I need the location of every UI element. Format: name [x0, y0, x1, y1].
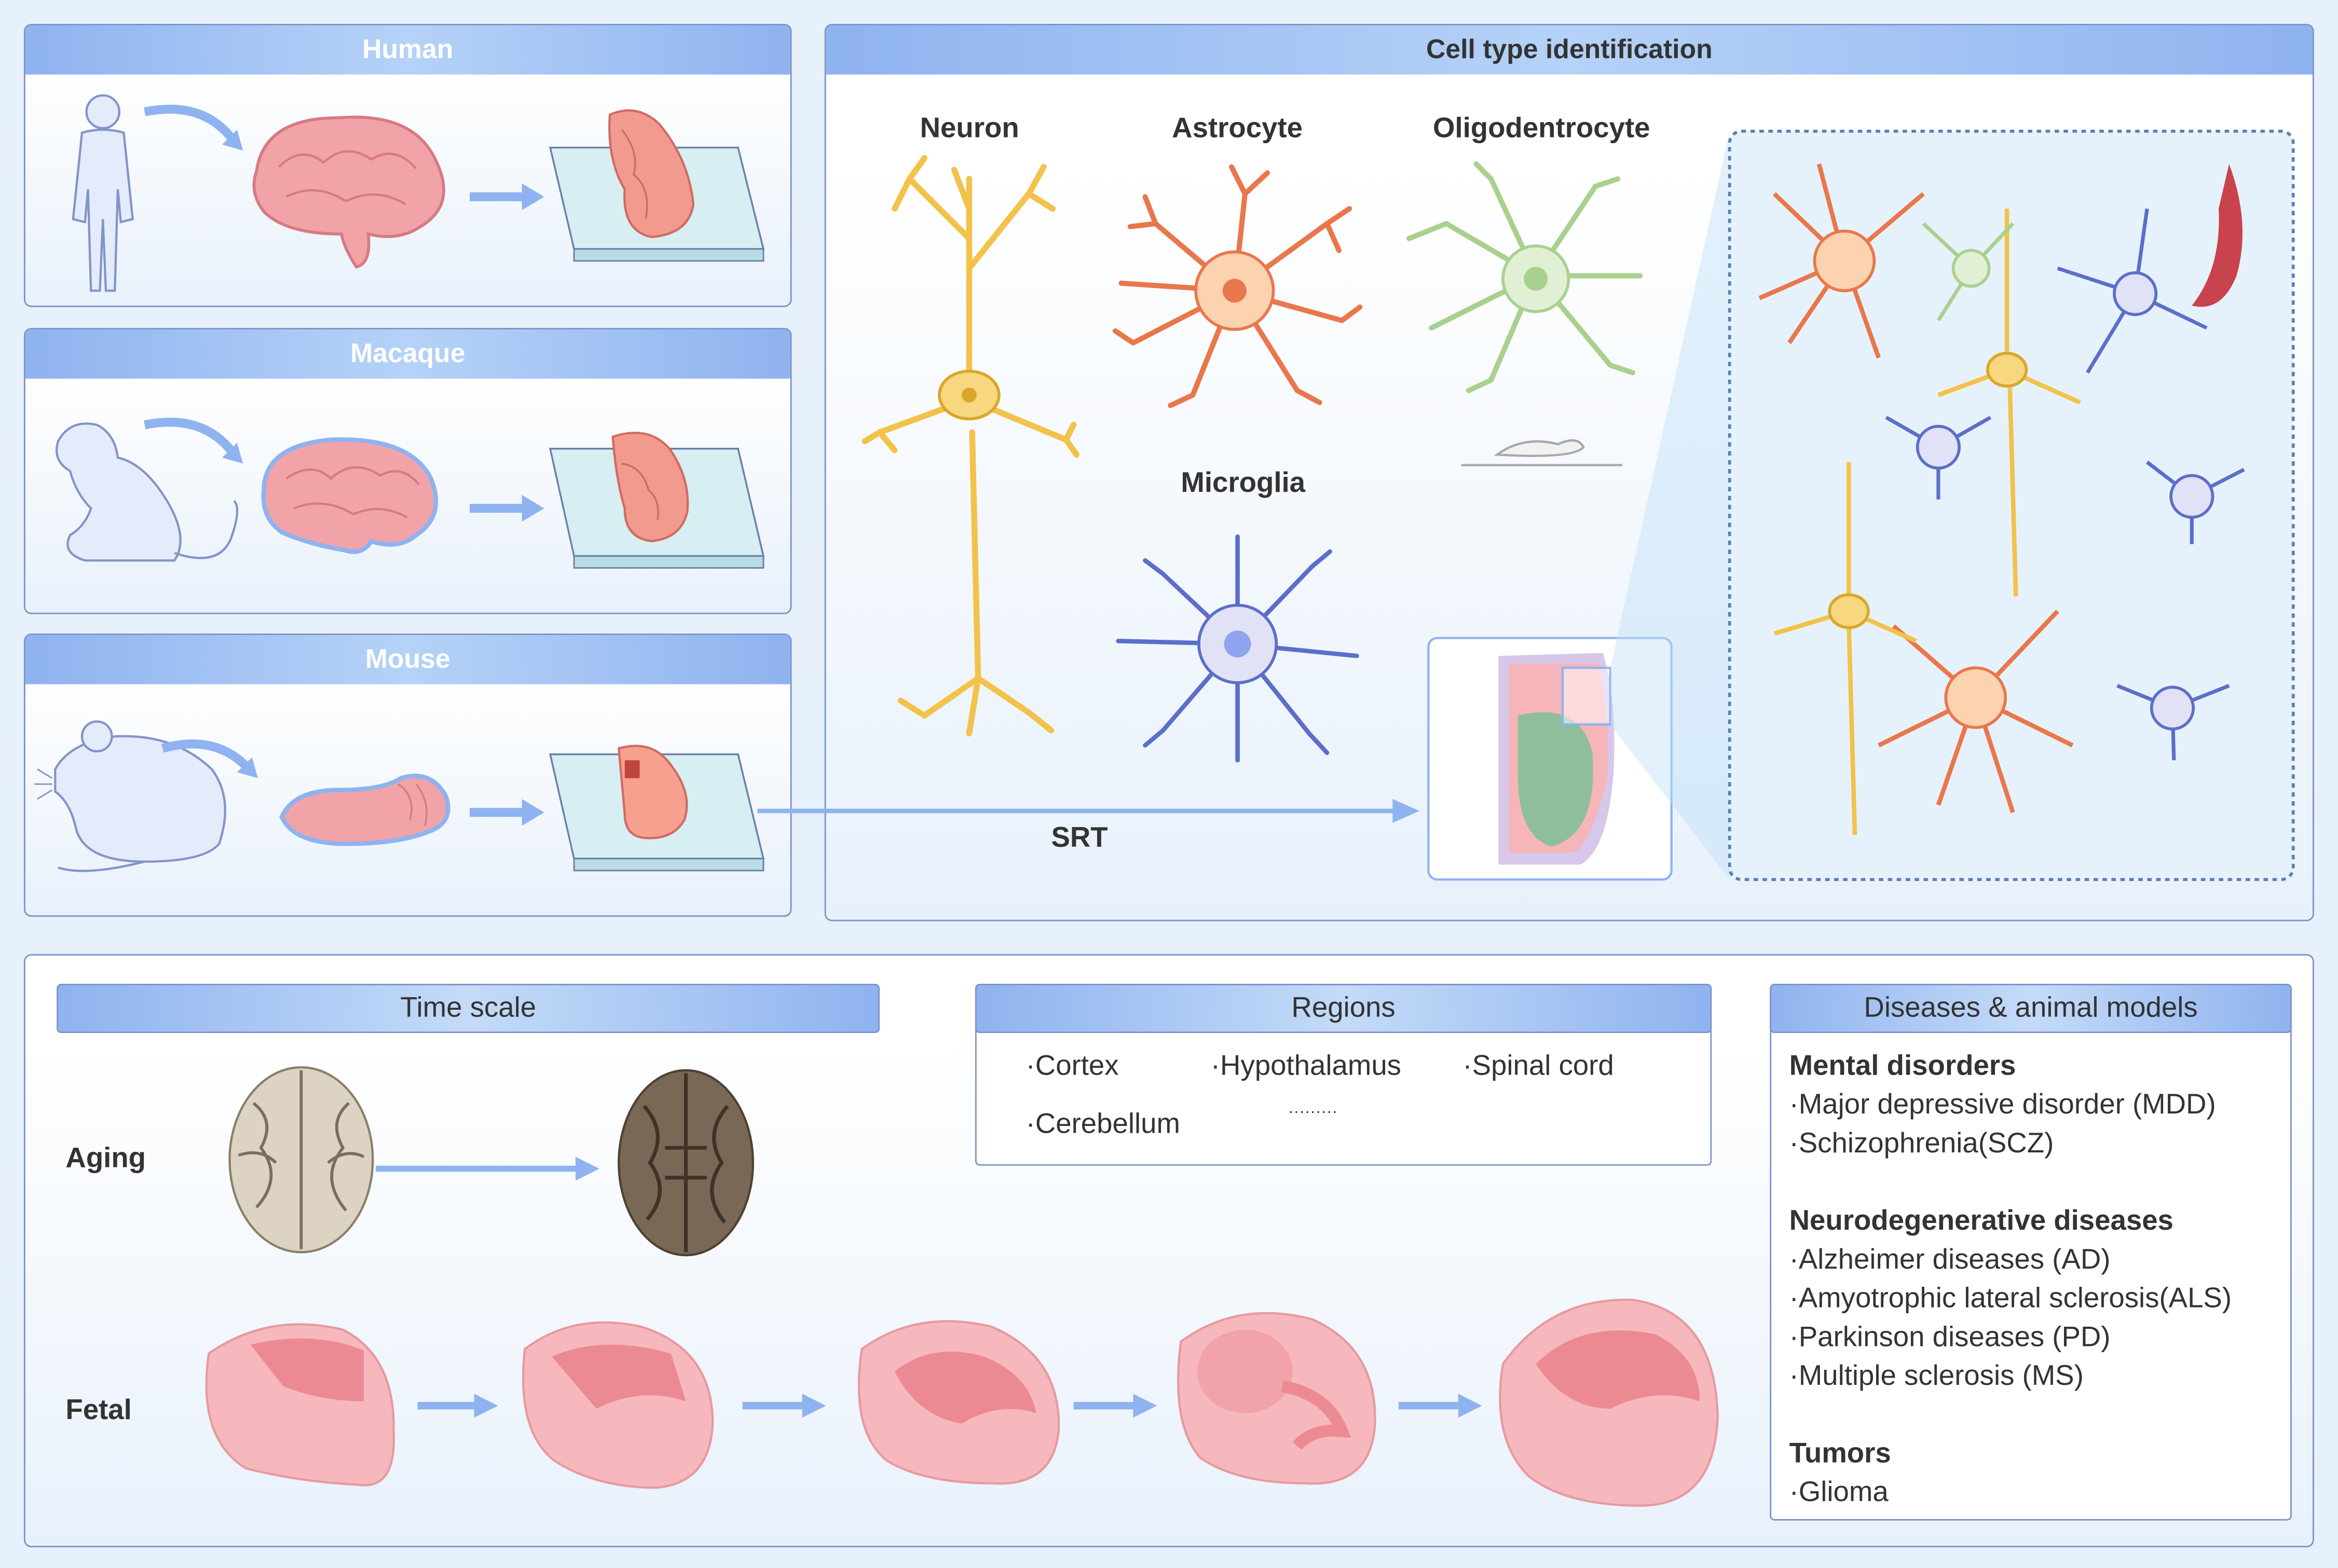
region-spinal-cord: ·Spinal cord: [1462, 1051, 1614, 1082]
astrocyte-cell-icon: [1112, 164, 1363, 408]
tissue-slide-icon: [549, 109, 765, 262]
macaque-panel: Macaque: [23, 328, 792, 614]
oligodendrocyte-cell-icon: [1406, 161, 1643, 393]
aging-label: Aging: [65, 1143, 146, 1175]
disease-ad: ·Alzheimer diseases (AD): [1789, 1244, 2111, 1276]
macaque-brain-icon: [261, 437, 439, 554]
human-brain-icon: [252, 115, 445, 269]
neuron-cell-icon: [862, 155, 1080, 737]
macaque-panel-title: Macaque: [25, 329, 790, 379]
astrocyte-label: Astrocyte: [1172, 113, 1303, 145]
neuron-label: Neuron: [920, 113, 1019, 145]
tissue-slide-icon: [549, 431, 765, 569]
fetal-stage-5-icon: [1499, 1298, 1719, 1507]
mouse-brain-icon: [279, 774, 450, 846]
brain-section-inset: [1427, 131, 1730, 881]
region-more: ·········: [1288, 1103, 1337, 1121]
fetal-stage-3-icon: [857, 1320, 1060, 1485]
fetal-stage-2-icon: [522, 1321, 714, 1489]
fetal-label: Fetal: [65, 1395, 132, 1427]
fetal-stage-4-icon: [1177, 1312, 1376, 1485]
aged-brain-icon: [618, 1069, 755, 1257]
zoomed-tissue-view: [1728, 129, 2295, 881]
regions-header: Regions: [975, 984, 1712, 1033]
region-cortex: ·Cortex: [1026, 1051, 1119, 1082]
human-silhouette-icon: [72, 94, 134, 292]
diseases-box: [1770, 984, 2292, 1521]
human-panel-title: Human: [25, 25, 790, 75]
human-panel: Human: [23, 23, 792, 307]
mental-disorders-title: Mental disorders: [1789, 1051, 2016, 1082]
fetal-stage-1-icon: [205, 1323, 395, 1487]
mouse-panel-title: Mouse: [25, 635, 790, 684]
macaque-pipeline-illustration: [56, 418, 765, 569]
disease-pd: ·Parkinson diseases (PD): [1789, 1322, 2111, 1354]
flow-arrow-icon: [161, 739, 253, 773]
neurodegenerative-title: Neurodegenerative diseases: [1789, 1206, 2173, 1237]
young-brain-icon: [228, 1066, 374, 1254]
disease-als: ·Amyotrophic lateral sclerosis(ALS): [1789, 1283, 2232, 1315]
disease-scz: ·Schizophrenia(SCZ): [1789, 1128, 2054, 1160]
mouse-panel: Mouse: [23, 634, 792, 917]
srt-label: SRT: [1051, 822, 1108, 855]
disease-mdd: ·Major depressive disorder (MDD): [1789, 1090, 2216, 1121]
microglia-label: Microglia: [1181, 468, 1306, 500]
mouse-pipeline-illustration: [34, 720, 765, 872]
disease-ms: ·Multiple sclerosis (MS): [1789, 1361, 2084, 1393]
cell-type-panel-title: Cell type identification: [826, 25, 2313, 75]
mouse-silhouette-icon: [34, 720, 226, 872]
myelin-sheath-icon: [1461, 439, 1622, 466]
tumors-title: Tumors: [1789, 1438, 1891, 1470]
region-cerebellum: ·Cerebellum: [1026, 1109, 1180, 1140]
time-scale-header: Time scale: [57, 984, 880, 1033]
region-hypothalamus: ·Hypothalamus: [1210, 1051, 1401, 1082]
flow-arrow-icon: [143, 418, 238, 458]
human-pipeline-illustration: [72, 94, 765, 292]
tissue-slide-icon: [549, 745, 765, 872]
oligodendrocyte-label: Oligodentrocyte: [1432, 113, 1650, 145]
disease-glioma: ·Glioma: [1789, 1477, 1889, 1509]
macaque-silhouette-icon: [56, 422, 239, 562]
flow-arrow-icon: [143, 104, 238, 145]
microglia-cell-icon: [1116, 534, 1359, 763]
diseases-header: Diseases & animal models: [1770, 984, 2292, 1033]
